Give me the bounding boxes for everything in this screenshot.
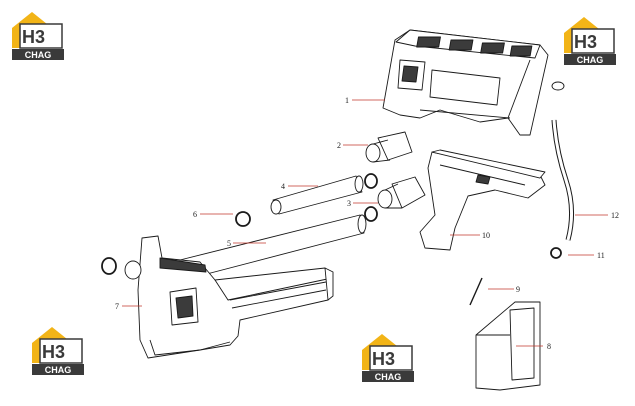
brand-logo-bottom-left: H3 CHAG bbox=[30, 325, 90, 377]
brand-logo-top-right: H3 CHAG bbox=[562, 15, 622, 67]
callout-7: 7 bbox=[115, 302, 119, 311]
leader-lines bbox=[122, 99, 608, 347]
logo-text: CHAG bbox=[45, 365, 72, 375]
logo-mark: H3 bbox=[22, 27, 45, 47]
part-8-panel-insert bbox=[475, 301, 541, 391]
callout-3: 3 bbox=[347, 199, 351, 208]
callout-11: 11 bbox=[597, 251, 605, 260]
callout-2: 2 bbox=[337, 141, 341, 150]
callout-8: 8 bbox=[547, 342, 551, 351]
part-7-lower-housing bbox=[124, 235, 334, 359]
part-4-short-tube bbox=[270, 175, 364, 215]
logo-mark: H3 bbox=[574, 32, 597, 52]
logo-mark: H3 bbox=[372, 349, 395, 369]
logo-mark: H3 bbox=[42, 342, 65, 362]
part-10-lower-tray bbox=[419, 149, 546, 251]
callout-labels: 1 2 3 4 5 6 7 8 9 10 11 12 bbox=[115, 96, 619, 351]
callout-5: 5 bbox=[227, 239, 231, 248]
part-12-curved-hose bbox=[551, 81, 574, 241]
logo-text: CHAG bbox=[577, 55, 604, 65]
part-11-small-clamp bbox=[550, 247, 562, 259]
callout-1: 1 bbox=[345, 96, 349, 105]
part-2-duct-adapter bbox=[365, 131, 413, 163]
part-6-hose-clamp bbox=[101, 173, 378, 275]
brand-logo-bottom-center: H3 CHAG bbox=[360, 332, 420, 384]
part-1-dash-panel bbox=[382, 29, 549, 136]
callout-9: 9 bbox=[516, 285, 520, 294]
logo-text: CHAG bbox=[375, 372, 402, 382]
part-3-duct-adapter bbox=[377, 176, 426, 209]
part-9-rod bbox=[469, 277, 483, 306]
callout-6: 6 bbox=[193, 210, 197, 219]
logo-text: CHAG bbox=[25, 50, 52, 60]
brand-logo-top-left: H3 CHAG bbox=[10, 10, 70, 62]
callout-4: 4 bbox=[281, 182, 285, 191]
callout-12: 12 bbox=[611, 211, 619, 220]
callout-10: 10 bbox=[482, 231, 490, 240]
